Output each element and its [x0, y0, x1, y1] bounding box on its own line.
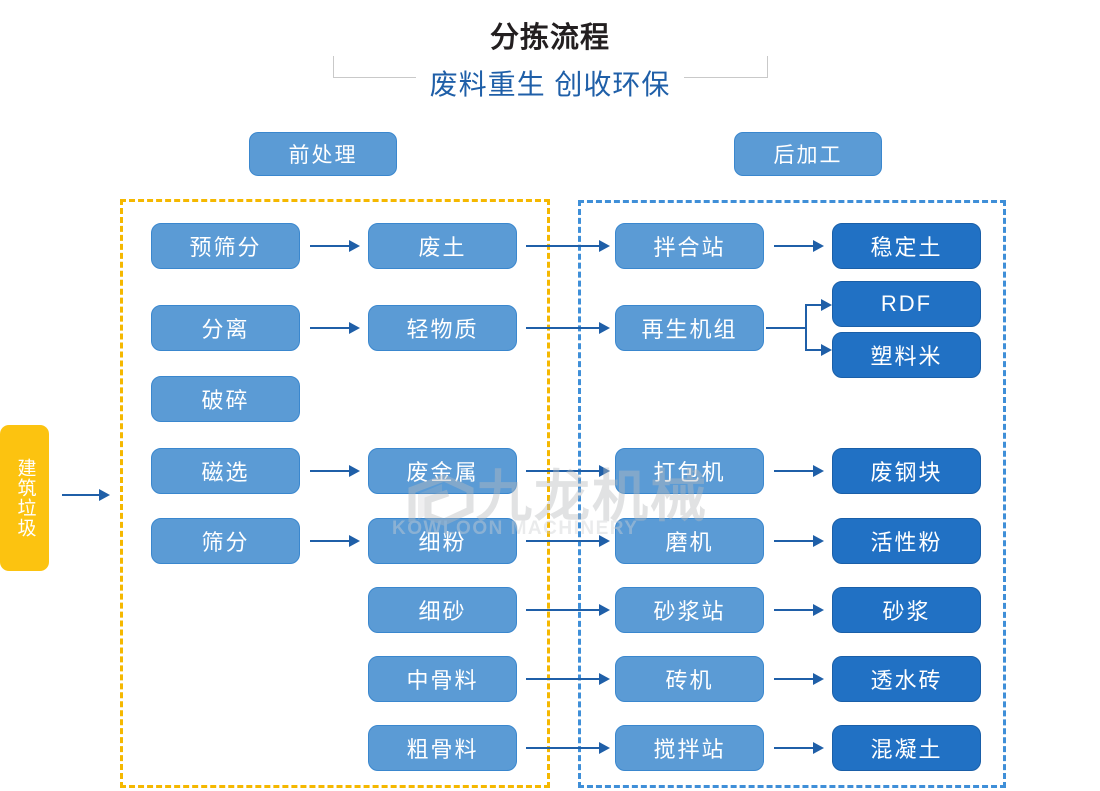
node-scrap-steel[interactable]: 废钢块 [832, 448, 981, 494]
arrow-fine-powder-to-mill [526, 535, 610, 547]
node-concrete-label: 混凝土 [870, 737, 943, 762]
node-waste-metal-label: 废金属 [406, 460, 479, 485]
node-mixing-station[interactable]: 拌合站 [615, 223, 764, 269]
arrow-mixing-station-to-stabilized-soil [774, 240, 824, 252]
node-medium-aggregate[interactable]: 中骨料 [368, 656, 517, 702]
arrow-screening-to-fine-powder [310, 535, 360, 547]
node-mortar-station[interactable]: 砂浆站 [615, 587, 764, 633]
node-medium-aggregate-label: 中骨料 [406, 668, 479, 693]
branch-regeneration-unit-outputs [766, 296, 836, 360]
node-fine-sand[interactable]: 细砂 [368, 587, 517, 633]
page-title-text: 分拣流程 [475, 22, 624, 54]
node-brick-machine-label: 砖机 [665, 668, 714, 693]
zone-post-processing [578, 200, 1006, 788]
node-concrete-station[interactable]: 搅拌站 [615, 725, 764, 771]
node-waste-soil-label: 废土 [418, 235, 467, 260]
node-screening[interactable]: 筛分 [151, 518, 300, 564]
node-magnetic-separation[interactable]: 磁选 [151, 448, 300, 494]
arrow-waste-soil-to-mixing-station [526, 240, 610, 252]
node-pre-screening[interactable]: 预筛分 [151, 223, 300, 269]
node-coarse-aggregate[interactable]: 粗骨料 [368, 725, 517, 771]
node-magnetic-separation-label: 磁选 [201, 460, 250, 485]
arrow-concrete-station-to-concrete [774, 742, 824, 754]
node-mill-label: 磨机 [665, 530, 714, 555]
arrow-coarse-aggregate-to-concrete-station [526, 742, 610, 754]
arrow-magnetic-to-waste-metal [310, 465, 360, 477]
node-mortar[interactable]: 砂浆 [832, 587, 981, 633]
node-crushing-label: 破碎 [201, 388, 250, 413]
node-separation-label: 分离 [201, 317, 250, 342]
node-regeneration-unit[interactable]: 再生机组 [615, 305, 764, 351]
arrow-mill-to-active-powder [774, 535, 824, 547]
arrow-medium-aggregate-to-brick-machine [526, 673, 610, 685]
node-coarse-aggregate-label: 粗骨料 [406, 737, 479, 762]
arrow-waste-metal-to-baler [526, 465, 610, 477]
section-header-pre-treatment[interactable]: 前处理 [249, 132, 397, 176]
section-header-pre-treatment-label: 前处理 [288, 144, 358, 167]
node-baler[interactable]: 打包机 [615, 448, 764, 494]
zone-pre-treatment [120, 199, 550, 788]
node-permeable-brick-label: 透水砖 [870, 668, 943, 693]
node-mixing-station-label: 拌合站 [653, 235, 726, 260]
node-plastic-pellets-label: 塑料米 [870, 344, 943, 369]
node-mill[interactable]: 磨机 [615, 518, 764, 564]
node-scrap-steel-label: 废钢块 [870, 460, 943, 485]
node-crushing[interactable]: 破碎 [151, 376, 300, 422]
node-brick-machine[interactable]: 砖机 [615, 656, 764, 702]
source-node-construction-waste[interactable]: 建筑垃圾 [0, 425, 49, 571]
node-rdf[interactable]: RDF [832, 281, 981, 327]
arrow-mortar-station-to-mortar [774, 604, 824, 616]
node-concrete[interactable]: 混凝土 [832, 725, 981, 771]
arrow-separation-to-light-material [310, 322, 360, 334]
node-fine-sand-label: 细砂 [418, 599, 467, 624]
page-title: 分拣流程 [0, 14, 1100, 56]
section-header-post-processing[interactable]: 后加工 [734, 132, 882, 176]
node-fine-powder-label: 细粉 [418, 530, 467, 555]
arrow-baler-to-scrap-steel [774, 465, 824, 477]
node-fine-powder[interactable]: 细粉 [368, 518, 517, 564]
node-regeneration-unit-label: 再生机组 [641, 317, 738, 342]
node-screening-label: 筛分 [201, 530, 250, 555]
arrow-pre-screening-to-waste-soil [310, 240, 360, 252]
node-rdf-label: RDF [880, 291, 933, 316]
node-waste-metal[interactable]: 废金属 [368, 448, 517, 494]
node-mortar-station-label: 砂浆站 [653, 599, 726, 624]
node-mortar-label: 砂浆 [882, 599, 931, 624]
arrow-source-to-pre [62, 489, 110, 501]
node-concrete-station-label: 搅拌站 [653, 737, 726, 762]
node-baler-label: 打包机 [653, 460, 726, 485]
page-subtitle: 废料重生 创收环保 [0, 63, 1100, 103]
node-permeable-brick[interactable]: 透水砖 [832, 656, 981, 702]
node-stabilized-soil-label: 稳定土 [870, 235, 943, 260]
node-light-material[interactable]: 轻物质 [368, 305, 517, 351]
node-light-material-label: 轻物质 [406, 317, 479, 342]
source-node-label: 建筑垃圾 [14, 458, 36, 538]
node-pre-screening-label: 预筛分 [189, 235, 262, 260]
node-waste-soil[interactable]: 废土 [368, 223, 517, 269]
node-active-powder-label: 活性粉 [870, 530, 943, 555]
node-active-powder[interactable]: 活性粉 [832, 518, 981, 564]
page-subtitle-text: 废料重生 创收环保 [415, 69, 685, 100]
arrow-fine-sand-to-mortar-station [526, 604, 610, 616]
section-header-post-processing-label: 后加工 [773, 144, 843, 167]
arrow-light-material-to-regeneration-unit [526, 322, 610, 334]
node-stabilized-soil[interactable]: 稳定土 [832, 223, 981, 269]
node-plastic-pellets[interactable]: 塑料米 [832, 332, 981, 378]
arrow-brick-machine-to-permeable-brick [774, 673, 824, 685]
node-separation[interactable]: 分离 [151, 305, 300, 351]
